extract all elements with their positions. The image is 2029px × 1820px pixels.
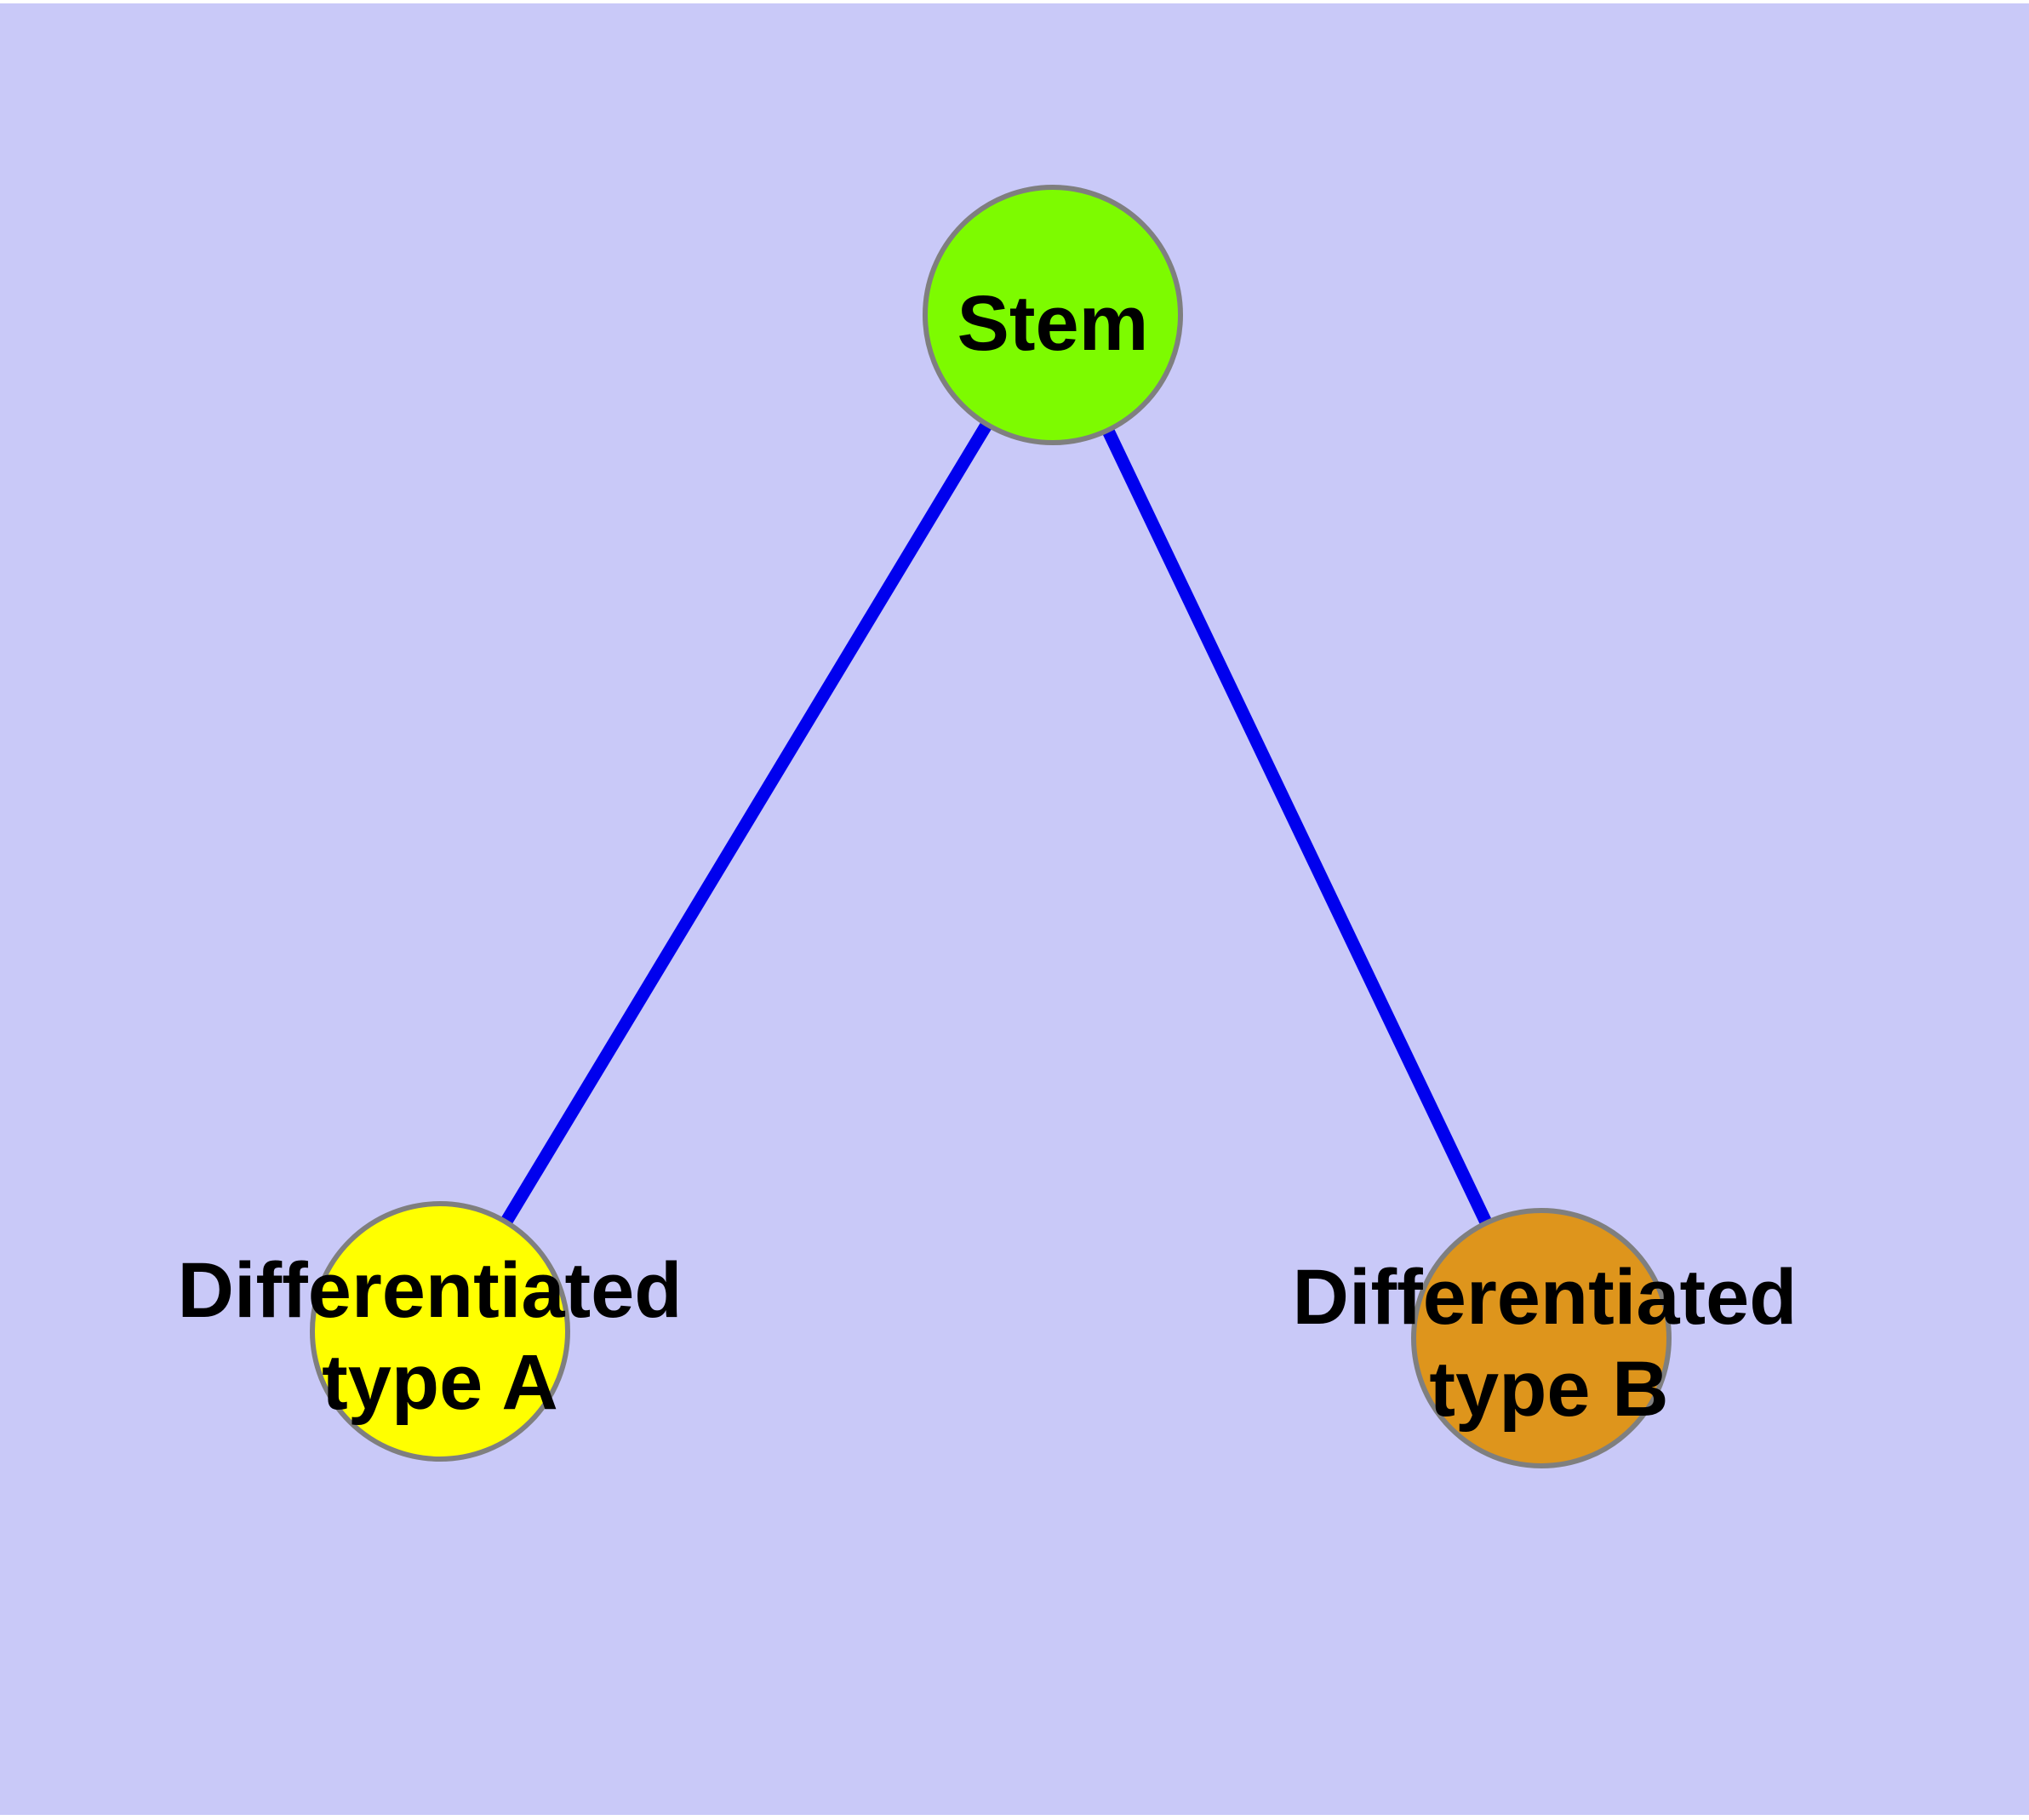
edge-stem-to-type-a	[434, 312, 1059, 1335]
edge-stem-to-type-b	[1047, 312, 1547, 1342]
node-type-a-label-line2: type A	[322, 1339, 558, 1426]
node-type-b-label-line1: Differentiated	[1293, 1254, 1798, 1341]
node-type-b-label-line2: type B	[1429, 1346, 1668, 1433]
node-stem-label: Stem	[957, 280, 1149, 367]
node-type-b-circle	[1411, 1208, 1672, 1468]
node-type-a-label-line1: Differentiated	[178, 1247, 683, 1334]
node-type-a-circle	[310, 1201, 570, 1462]
node-stem-circle	[923, 185, 1183, 445]
